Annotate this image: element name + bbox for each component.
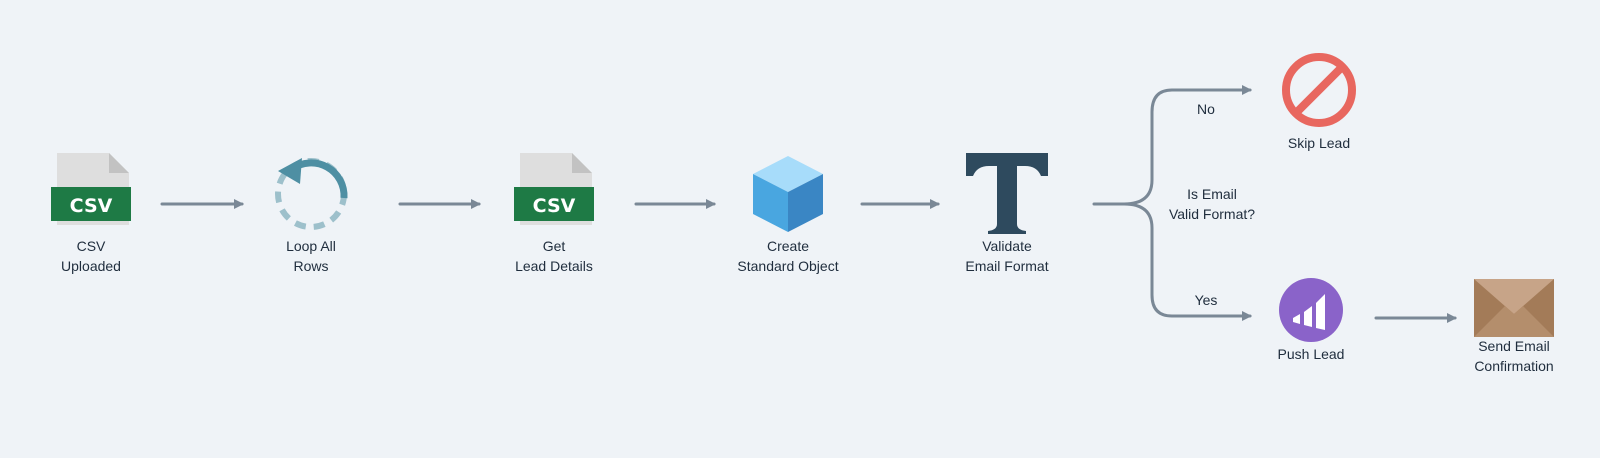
marketo-bars-icon — [1279, 278, 1343, 342]
label-line: Is Email — [1187, 186, 1237, 202]
csv-file-icon: CSV — [51, 153, 131, 225]
node-label-skip-lead: Skip Lead — [1239, 133, 1399, 153]
label-line: Validate — [982, 238, 1032, 254]
node-label-send-email: Send Email Confirmation — [1434, 336, 1594, 376]
node-label-validate-email: Validate Email Format — [927, 236, 1087, 276]
label-line: Send Email — [1478, 338, 1550, 354]
label-line: Valid Format? — [1168, 206, 1256, 222]
node-label-push-lead: Push Lead — [1231, 344, 1391, 364]
label-line: Standard Object — [737, 258, 839, 274]
label-line: Push Lead — [1277, 346, 1345, 362]
label-line: Email Format — [965, 258, 1049, 274]
csv-badge-text: CSV — [533, 195, 576, 217]
loop-icon — [275, 158, 348, 230]
branch-brace — [1092, 85, 1252, 206]
label-line: Get — [542, 238, 566, 254]
envelope-icon — [1474, 279, 1554, 337]
label-line: Create — [766, 238, 810, 254]
node-label-create-object: Create Standard Object — [708, 236, 868, 276]
label-line: Lead Details — [515, 258, 593, 274]
branch-brace-yes — [1122, 202, 1252, 321]
node-label-csv-uploaded: CSV Uploaded — [11, 236, 171, 276]
branch-label-no: No — [1197, 101, 1215, 117]
connectors — [160, 85, 1457, 323]
label-line: Loop All — [286, 238, 336, 254]
label-line: Skip Lead — [1287, 135, 1351, 151]
cube-icon — [753, 156, 823, 232]
decision-question: Is Email Valid Format? — [1152, 184, 1272, 224]
label-line: Confirmation — [1474, 358, 1554, 374]
node-label-get-lead: Get Lead Details — [474, 236, 634, 276]
branch-label-yes: Yes — [1194, 292, 1218, 308]
prohibited-icon — [1282, 53, 1356, 127]
csv-file-icon: CSV — [514, 153, 594, 225]
label-line: CSV — [76, 238, 106, 254]
text-t-icon — [966, 153, 1048, 234]
csv-badge-text: CSV — [70, 195, 113, 217]
label-line: Rows — [293, 258, 329, 274]
label-line: Uploaded — [61, 258, 121, 274]
node-label-loop-rows: Loop All Rows — [231, 236, 391, 276]
